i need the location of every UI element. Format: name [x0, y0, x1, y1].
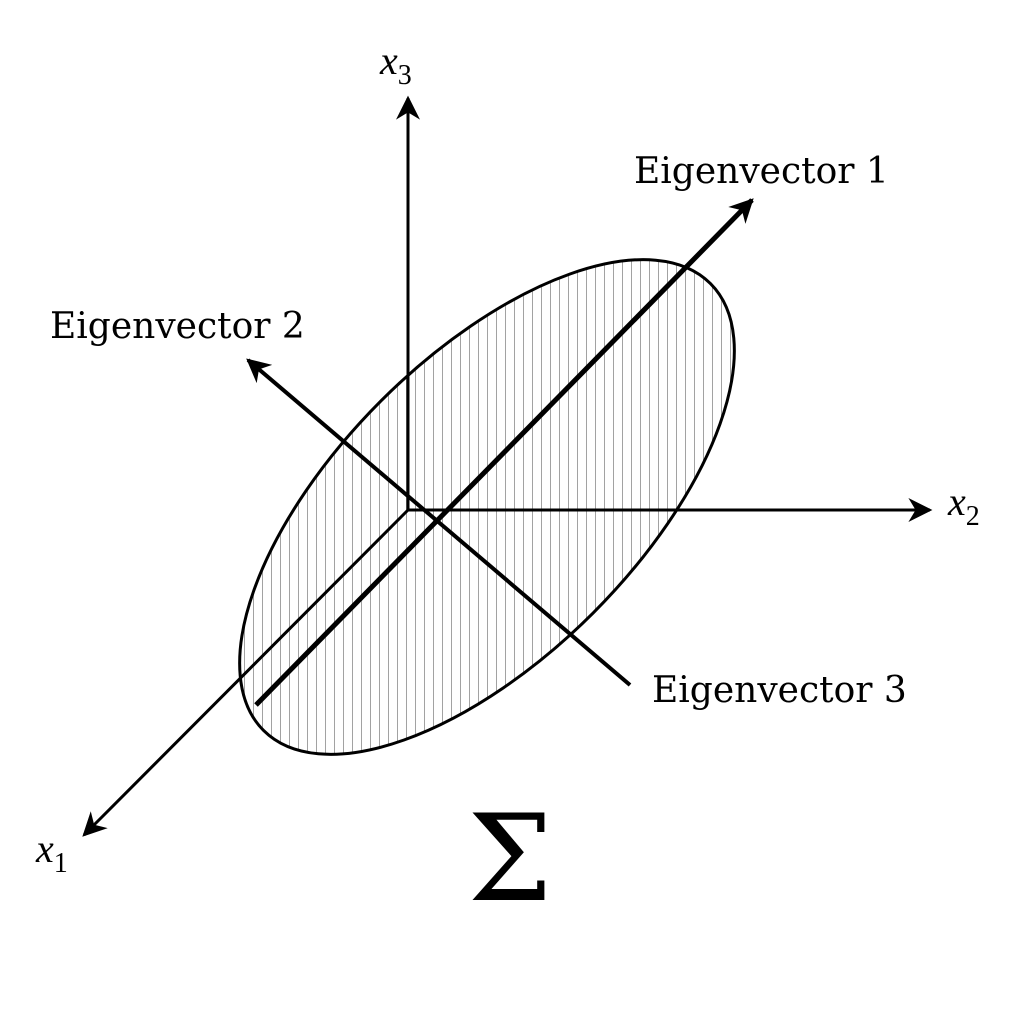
eigenvector-1-arrow [254, 198, 754, 707]
x1-axis [82, 508, 410, 837]
eigenvector-2-arrow [246, 358, 632, 687]
eigenvector-1-label: Eigenvector 1 [634, 151, 889, 192]
x3-label: x3 [379, 38, 412, 91]
covariance-ellipse [238, 258, 736, 756]
x2-label: x2 [947, 479, 980, 532]
eigenvector-2-label: Eigenvector 2 [50, 306, 305, 347]
sigma-symbol: Σ [468, 790, 553, 929]
eigenvector-3-label: Eigenvector 3 [652, 670, 907, 711]
x1-label: x1 [35, 826, 68, 879]
